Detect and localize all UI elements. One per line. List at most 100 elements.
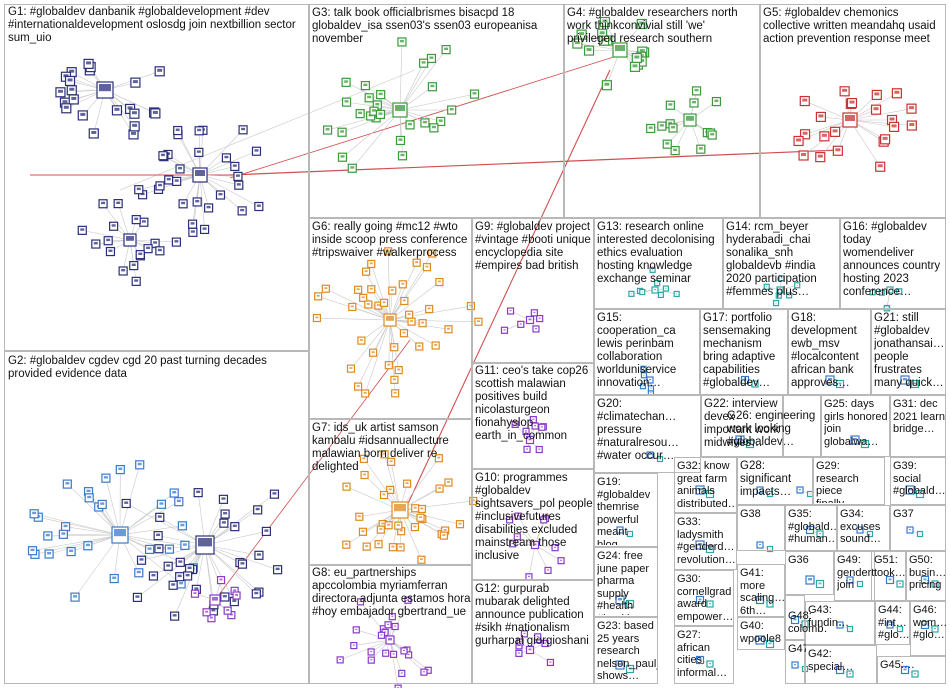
node-fill bbox=[151, 573, 156, 577]
node-fill bbox=[400, 153, 405, 157]
node-fill bbox=[437, 456, 441, 459]
group-panel-g24 bbox=[594, 547, 658, 617]
node-fill bbox=[586, 48, 592, 52]
node-fill bbox=[560, 559, 563, 561]
node-fill bbox=[579, 32, 585, 36]
node-fill bbox=[642, 385, 644, 387]
node-fill bbox=[350, 166, 355, 169]
node-fill bbox=[517, 652, 520, 654]
edge bbox=[82, 230, 131, 241]
node-fill bbox=[909, 123, 915, 127]
group-panel-g27 bbox=[674, 626, 734, 684]
node-fill bbox=[378, 92, 383, 96]
node-fill bbox=[376, 304, 380, 306]
node-fill bbox=[156, 533, 161, 537]
node-fill bbox=[801, 152, 807, 156]
node-fill bbox=[366, 303, 370, 305]
node-fill bbox=[768, 642, 772, 645]
node-fill bbox=[881, 292, 883, 294]
group-panel-g40 bbox=[737, 617, 785, 650]
node-fill bbox=[241, 127, 246, 131]
node-fill bbox=[808, 528, 812, 531]
node-fill bbox=[384, 631, 387, 633]
node-fill bbox=[156, 546, 161, 550]
node-fill bbox=[758, 638, 762, 641]
node-fill bbox=[114, 107, 120, 111]
node-fill bbox=[528, 648, 532, 651]
inter-group-edge bbox=[229, 149, 841, 176]
node-fill bbox=[665, 142, 670, 145]
node-fill bbox=[665, 288, 667, 290]
group-panel-g47 bbox=[785, 640, 805, 684]
node-fill bbox=[356, 385, 360, 387]
node-fill bbox=[63, 105, 69, 109]
node-fill bbox=[369, 262, 373, 265]
group-panel-g32 bbox=[674, 457, 737, 513]
node-fill bbox=[818, 582, 822, 585]
node-fill bbox=[80, 228, 85, 231]
edge bbox=[364, 319, 391, 394]
group-panel-g1 bbox=[4, 4, 309, 351]
node-fill bbox=[218, 192, 223, 196]
edge bbox=[389, 319, 479, 323]
node-fill bbox=[177, 574, 182, 578]
node-fill bbox=[877, 164, 883, 168]
node-fill bbox=[420, 507, 424, 510]
node-fill bbox=[819, 533, 821, 535]
group-panel-g30 bbox=[674, 570, 734, 626]
node-fill bbox=[272, 492, 277, 495]
node-fill bbox=[137, 462, 142, 466]
node-fill bbox=[534, 327, 537, 330]
edge bbox=[399, 41, 403, 111]
node-fill bbox=[766, 286, 768, 288]
node-fill bbox=[709, 663, 711, 665]
node-fill bbox=[365, 545, 369, 547]
node-fill bbox=[544, 642, 547, 644]
node-fill bbox=[849, 628, 851, 630]
group-panel-g10 bbox=[472, 469, 594, 580]
node-fill bbox=[126, 236, 134, 241]
edge bbox=[350, 319, 391, 369]
node-fill bbox=[256, 204, 261, 207]
group-panel-g17 bbox=[700, 309, 788, 395]
node-fill bbox=[469, 304, 473, 307]
node-fill bbox=[178, 560, 183, 563]
node-fill bbox=[845, 115, 855, 121]
node-fill bbox=[903, 378, 907, 381]
node-fill bbox=[399, 545, 403, 548]
edge bbox=[63, 534, 121, 536]
node-fill bbox=[176, 499, 181, 503]
node-fill bbox=[369, 287, 373, 290]
node-fill bbox=[903, 668, 907, 671]
node-fill bbox=[602, 19, 608, 23]
node-fill bbox=[528, 438, 532, 441]
node-fill bbox=[198, 538, 212, 547]
group-panel-g7 bbox=[309, 419, 472, 565]
node-fill bbox=[179, 581, 184, 585]
node-fill bbox=[817, 154, 823, 158]
edge bbox=[126, 503, 206, 546]
group-panel-g37 bbox=[890, 505, 946, 551]
node-fill bbox=[671, 126, 676, 129]
edge bbox=[340, 639, 391, 661]
node-fill bbox=[793, 618, 797, 621]
node-fill bbox=[256, 553, 261, 556]
node-fill bbox=[194, 587, 199, 590]
node-fill bbox=[160, 153, 165, 157]
node-fill bbox=[656, 282, 658, 284]
node-fill bbox=[232, 164, 237, 167]
node-fill bbox=[873, 107, 879, 111]
node-fill bbox=[221, 521, 226, 524]
node-fill bbox=[649, 379, 651, 381]
node-fill bbox=[542, 518, 545, 521]
node-fill bbox=[413, 525, 417, 528]
node-fill bbox=[514, 423, 517, 425]
node-fill bbox=[708, 547, 712, 550]
node-fill bbox=[759, 544, 761, 546]
node-fill bbox=[47, 551, 52, 555]
group-panel-g14 bbox=[723, 218, 840, 309]
node-fill bbox=[402, 299, 406, 302]
node-fill bbox=[136, 570, 141, 574]
node-fill bbox=[628, 602, 632, 605]
node-fill bbox=[175, 128, 180, 131]
